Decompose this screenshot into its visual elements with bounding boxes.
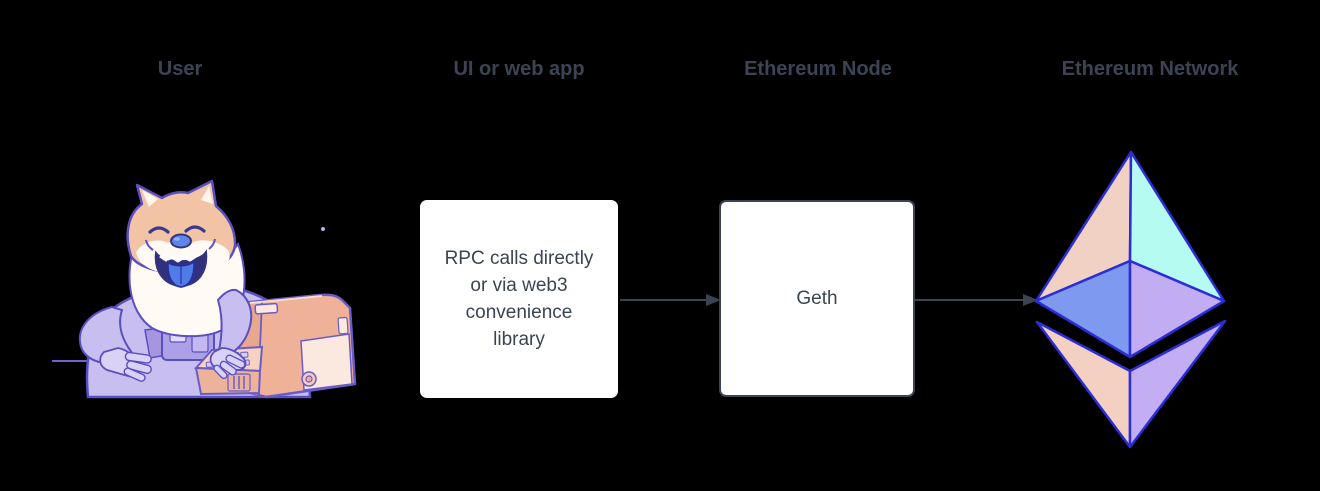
ethereum-logo-faces	[1034, 150, 1227, 449]
right-glove-finger	[225, 354, 246, 369]
nose	[170, 233, 192, 249]
geth-node-label: Geth	[796, 288, 838, 309]
left-glove-finger	[126, 360, 152, 374]
column-header-user: User	[157, 58, 203, 80]
left-inner-ear	[142, 190, 158, 207]
eth-face-mid-right	[1128, 259, 1226, 359]
smile-crease-left	[145, 239, 154, 251]
nose-highlight	[174, 237, 180, 241]
left-eye	[148, 226, 170, 234]
computer-top-latch	[254, 302, 279, 315]
column-header-ui-or-web-app: UI or web app	[453, 58, 585, 80]
column-header-ethereum-node: Ethereum Node	[744, 58, 892, 80]
computer-top-highlight	[249, 295, 323, 304]
left-glove-finger	[123, 367, 146, 382]
computer-port-inner	[305, 375, 313, 383]
eth-face-bottom-right	[1128, 319, 1227, 449]
webapp-node-label: RPC calls directly or via web3 convenien…	[444, 248, 594, 350]
webapp-node-box: RPC calls directly or via web3 convenien…	[420, 200, 618, 398]
right-inner-ear	[201, 186, 213, 204]
smile-crease-right	[208, 238, 216, 250]
geth-node-box: Geth	[719, 200, 915, 397]
right-eye	[184, 225, 206, 233]
doge-astronaut-illustration	[52, 179, 357, 399]
sparkle-dot	[321, 227, 325, 231]
doge-right-arm	[209, 288, 253, 380]
ethereum-logo	[1034, 150, 1227, 449]
right-glove-finger	[213, 364, 228, 380]
computer-slot	[337, 316, 349, 335]
teeth	[159, 254, 197, 263]
doge-head	[126, 179, 237, 288]
vent-frame	[227, 373, 251, 392]
right-glove-finger	[219, 360, 237, 376]
column-header-ethereum-network: Ethereum Network	[1061, 58, 1239, 80]
